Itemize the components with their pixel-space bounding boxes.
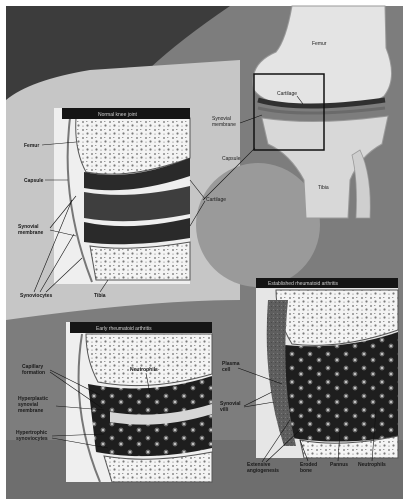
normal-tibia-label: Tibia [94, 293, 106, 299]
knee-cartilage-label: Cartilage [277, 91, 297, 97]
early-panel-title: Early rheumatoid arthritis [96, 326, 152, 332]
normal-panel-title: Normal knee joint [98, 112, 138, 118]
normal-joint-panel [54, 108, 190, 284]
early-ra-panel [66, 322, 212, 482]
normal-femur-label: Femur [24, 143, 39, 149]
early-neutrophils-label: Neutrophils [130, 367, 158, 373]
knee-femur-label: Femur [312, 41, 327, 47]
normal-synoviocytes-label: Synoviocytes [20, 293, 52, 299]
established-neutrophils-label: Neutrophils [358, 462, 386, 468]
established-plasma-label-2: cell [222, 367, 231, 373]
early-femur [86, 334, 212, 386]
established-panel-title: Established rheumatoid arthritis [268, 281, 339, 287]
established-angiogenesis-label-2: angiogenesis [247, 468, 279, 474]
established-pannus-label: Pannus [330, 462, 348, 468]
knee-synovial-label-2: membrane [212, 122, 236, 128]
early-hyperplastic-label-3: membrane [18, 408, 44, 414]
knee-capsule-label: Capsule [222, 156, 241, 162]
knee-shadow [196, 163, 320, 287]
established-ra-panel [256, 278, 398, 458]
knee-tibia-label: Tibia [318, 185, 329, 191]
normal-capsule-label: Capsule [24, 178, 44, 184]
early-capillary-label-2: formation [22, 370, 45, 376]
established-pannus [276, 332, 398, 442]
early-hypertrophic-label-2: synoviocytes [16, 436, 48, 442]
established-eroded-label-2: bone [300, 468, 312, 474]
normal-tibia [90, 242, 190, 280]
normal-synovial-label-2: membrane [18, 230, 44, 236]
established-villi-label-2: villi [220, 407, 229, 413]
normal-cartilage-label: Cartilage [206, 197, 226, 203]
